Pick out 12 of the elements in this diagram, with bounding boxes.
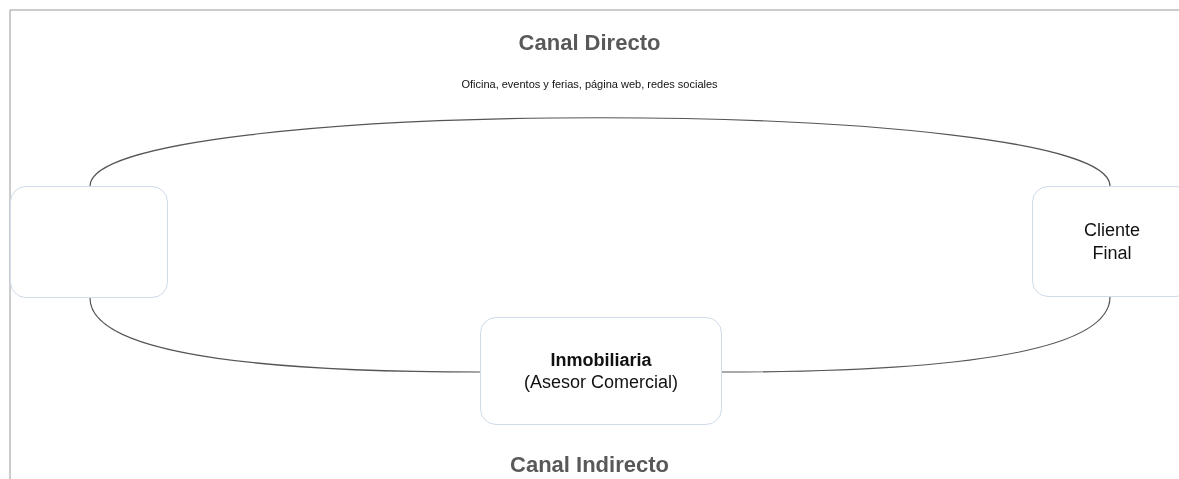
heading: Canal Indirecto [510, 452, 669, 477]
connector-line [721, 296, 1111, 373]
channel-box [1032, 186, 1179, 297]
connector-line [89, 117, 1111, 187]
empty-box [10, 186, 168, 298]
channel-box [480, 317, 722, 425]
node-text: Inmobiliaria [550, 348, 652, 371]
heading: Canal Directo [518, 30, 661, 55]
connector-line [89, 297, 481, 373]
channel-list: Oficina, eventos y ferias, página web, redes sociales [461, 78, 718, 90]
node-text: Cliente Final [1083, 219, 1141, 264]
node-text: (Asesor Comercial) [524, 371, 678, 394]
